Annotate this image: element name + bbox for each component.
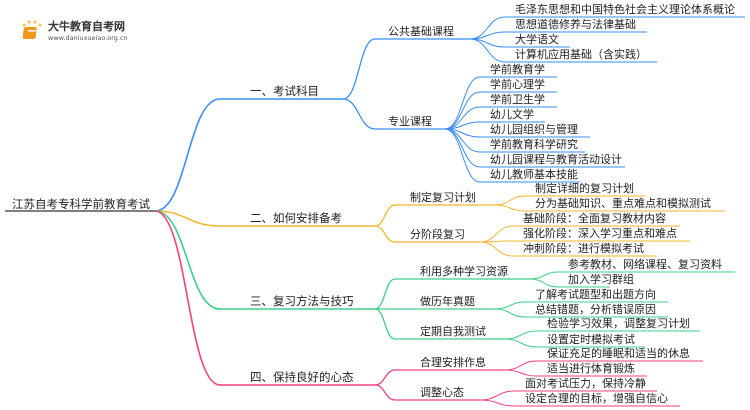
branch-topic[interactable]: 四、保持良好的心态 [250, 370, 354, 384]
leaf-topic[interactable]: 计算机应用基础（含实践） [515, 48, 647, 61]
subtopic[interactable]: 定期自我测试 [420, 325, 486, 338]
leaf-topic[interactable]: 思想道德修养与法律基础 [515, 18, 636, 31]
branch-connector [154, 210, 375, 227]
subtopic[interactable]: 公共基础课程 [388, 25, 454, 38]
subtopic-connector [374, 278, 530, 310]
leaf-connector [494, 195, 645, 206]
leaf-connector [444, 121, 545, 130]
leaf-topic[interactable]: 学前教育科学研究 [490, 138, 578, 151]
leaf-connector [479, 241, 657, 257]
branch-connector [154, 98, 343, 212]
branch-connector [154, 210, 375, 310]
leaf-connector [529, 278, 610, 288]
leaf-connector [529, 271, 735, 280]
leaf-topic[interactable]: 冲刺阶段：进行模拟考试 [523, 242, 644, 255]
logo-url: www.daniuxueiao.org.cn [48, 34, 128, 42]
leaf-topic[interactable]: 幼儿文学 [490, 108, 534, 121]
leaf-connector [479, 390, 657, 401]
leaf-topic[interactable]: 参考教材、网络课程、复习资料 [568, 258, 722, 271]
subtopic-connector [342, 38, 470, 100]
leaf-connector [479, 399, 680, 407]
leaf-topic[interactable]: 学前心理学 [490, 78, 545, 91]
leaf-connector [504, 360, 703, 371]
logo-name: 大牛教育自考网 [48, 20, 125, 33]
root-topic[interactable]: 江苏自考专科学前教育考试 [12, 197, 150, 211]
branch-topic[interactable]: 一、考试科目 [250, 84, 319, 98]
subtopic[interactable]: 分阶段复习 [410, 228, 465, 241]
leaf-connector [494, 204, 725, 212]
leaf-connector [469, 16, 745, 40]
leaf-topic[interactable]: 学前教育学 [490, 63, 545, 76]
leaf-topic[interactable]: 适当进行体育锻炼 [547, 362, 635, 375]
leaf-topic[interactable]: 分为基础知识、重点难点和模拟测试 [535, 197, 711, 210]
subtopic-connector [342, 98, 445, 130]
leaf-topic[interactable]: 加入学习群组 [568, 273, 634, 286]
subtopic[interactable]: 做历年真题 [420, 295, 475, 308]
leaf-topic[interactable]: 总结错题，分析错误原因 [535, 303, 656, 316]
leaf-topic[interactable]: 幼儿教师基本技能 [490, 168, 578, 181]
leaf-connector [504, 330, 700, 340]
leaf-topic[interactable]: 面对考试压力，保持冷静 [525, 377, 646, 390]
leaf-connector [469, 31, 647, 40]
subtopic-connector [374, 384, 480, 401]
leaf-connector [479, 225, 680, 243]
branch-connector [154, 210, 375, 386]
branch-topic[interactable]: 二、如何安排备考 [250, 211, 342, 225]
subtopic-connector [374, 225, 480, 243]
leaf-connector [469, 38, 657, 63]
leaf-connector [504, 369, 647, 377]
leaf-topic[interactable]: 幼儿园组织与管理 [490, 123, 578, 136]
leaf-topic[interactable]: 强化阶段：深入学习重点和难点 [523, 227, 677, 240]
leaf-topic[interactable]: 保证充足的睡眠和适当的休息 [547, 347, 690, 360]
logo: 大牛教育自考网 www.daniuxueiao.org.cn [20, 18, 128, 42]
leaf-topic[interactable]: 检验学习效果，调整复习计划 [547, 317, 690, 330]
subtopic-connector [374, 204, 495, 227]
subtopic-connector [374, 369, 505, 386]
leaf-connector [444, 76, 557, 130]
subtopic[interactable]: 专业课程 [388, 115, 432, 128]
leaf-connector [444, 128, 580, 183]
subtopic-connector [374, 308, 505, 340]
leaf-topic[interactable]: 了解考试题型和出题方向 [535, 288, 656, 301]
leaf-connector [494, 308, 668, 318]
leaf-topic[interactable]: 设置定时模拟考试 [547, 333, 635, 346]
subtopic[interactable]: 利用多种学习资源 [420, 265, 508, 278]
leaf-topic[interactable]: 设定合理的目标，增强自信心 [525, 392, 668, 405]
book-logo-icon [20, 20, 42, 40]
subtopic[interactable]: 合理安排作息 [420, 356, 486, 369]
leaf-topic[interactable]: 大学语文 [515, 33, 559, 46]
leaf-topic[interactable]: 幼儿园课程与教育活动设计 [490, 153, 622, 166]
leaf-topic[interactable]: 学前卫生学 [490, 93, 545, 106]
leaf-topic[interactable]: 基础阶段：全面复习教材内容 [523, 212, 666, 225]
leaf-topic[interactable]: 毛泽东思想和中国特色社会主义理论体系概论 [515, 3, 735, 16]
leaf-topic[interactable]: 制定详细的复习计划 [535, 182, 634, 195]
subtopic[interactable]: 制定复习计划 [410, 191, 476, 204]
leaf-connector [504, 338, 645, 348]
leaf-connector [444, 106, 557, 130]
leaf-connector [494, 301, 668, 310]
branch-topic[interactable]: 三、复习方法与技巧 [250, 294, 354, 308]
subtopic[interactable]: 调整心态 [420, 386, 464, 399]
